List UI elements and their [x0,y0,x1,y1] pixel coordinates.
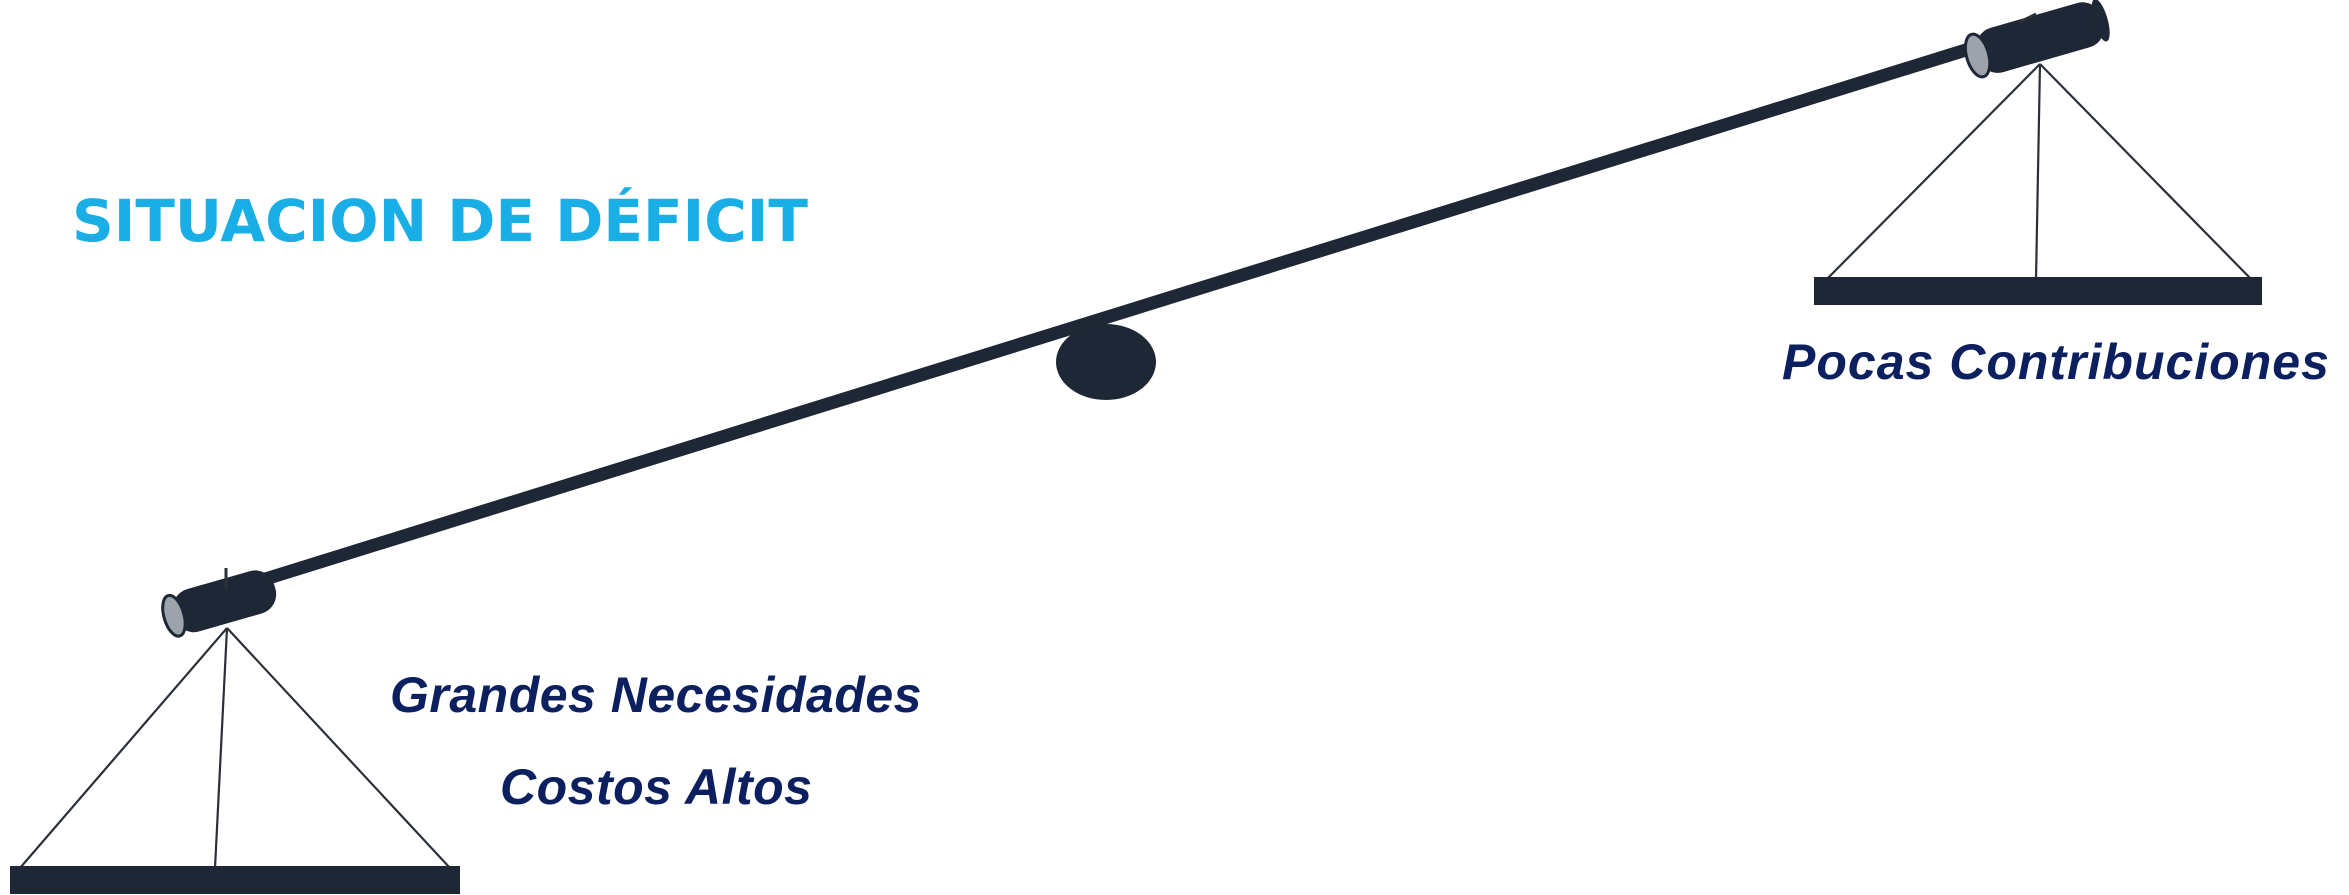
left-pan-plate [10,866,460,894]
left-pan-strings [19,627,451,869]
right-pan-label: Pocas Contribuciones [1782,334,2330,390]
left-pan-label-costs: Costos Altos [500,759,813,815]
right-pivot-pin [2019,12,2037,24]
fulcrum [1056,324,1156,400]
balance-beam [223,23,2037,597]
left-end-cylinder [161,570,277,638]
right-pan-plate [1814,277,2262,305]
right-end-cylinder [1963,0,2110,79]
left-pan-label-needs: Grandes Necesidades [390,667,922,723]
right-pan-strings [1825,63,2253,281]
diagram-title: SITUACION DE DÉFICIT [72,187,808,255]
